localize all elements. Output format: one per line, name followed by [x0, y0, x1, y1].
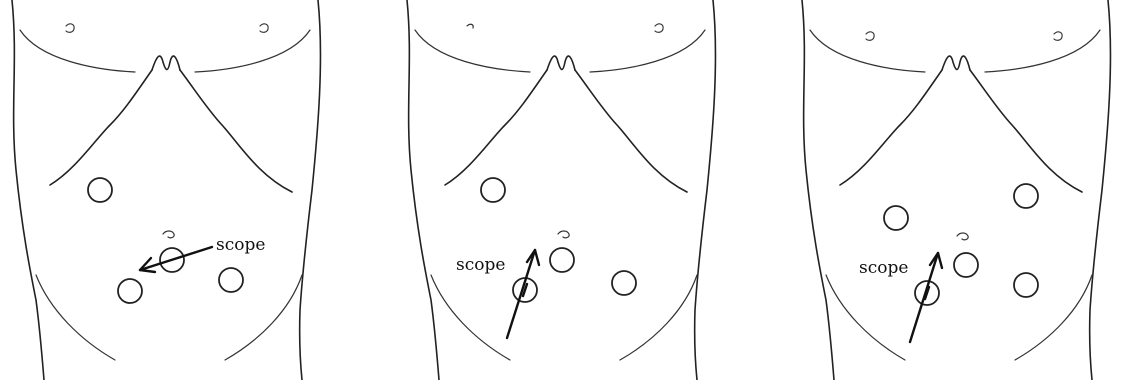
trocar-port: [884, 206, 908, 230]
chest-line-left: [20, 30, 135, 72]
costal-margin: [840, 70, 1082, 192]
trocar-port: [1014, 273, 1038, 297]
nipple-right: [1054, 32, 1062, 40]
trocar-port: [481, 178, 505, 202]
torso-left-side: [12, 0, 44, 380]
trocar-port: [954, 253, 978, 277]
nipple-left: [467, 24, 473, 28]
trocar-port: [118, 279, 142, 303]
scope-label: scope: [456, 255, 505, 275]
navel: [558, 231, 569, 238]
scope-label: scope: [216, 235, 265, 255]
trocar-port: [88, 178, 112, 202]
torso-right-side: [1090, 0, 1111, 380]
nipple-right: [655, 24, 663, 32]
groin-line-left: [431, 275, 510, 360]
chest-line-right: [590, 30, 705, 72]
groin-line-left: [36, 275, 115, 360]
torso-left-side: [407, 0, 439, 380]
groin-line-left: [826, 275, 905, 360]
trocar-port: [219, 268, 243, 292]
torso-right-side: [300, 0, 321, 380]
chest-line-left: [415, 30, 530, 72]
torso-right-side: [695, 0, 716, 380]
xiphoid: [942, 56, 970, 70]
trocar-port: [612, 271, 636, 295]
trocar-port: [550, 248, 574, 272]
trocar-port: [1014, 184, 1038, 208]
torso-panel-2: scope: [407, 0, 715, 380]
xiphoid: [547, 56, 575, 70]
nipple-left: [866, 32, 874, 40]
nipple-right: [260, 24, 268, 32]
navel: [163, 231, 174, 238]
torso-panel-1: scope: [12, 0, 320, 380]
scope-label: scope: [859, 258, 908, 278]
navel: [957, 233, 968, 240]
costal-margin: [50, 70, 292, 192]
chest-line-right: [985, 30, 1100, 72]
xiphoid: [152, 56, 180, 70]
torso-panel-3: scope: [802, 0, 1110, 380]
chest-line-right: [195, 30, 310, 72]
torso-left-side: [802, 0, 834, 380]
chest-line-left: [810, 30, 925, 72]
nipple-left: [66, 24, 74, 32]
costal-margin: [445, 70, 687, 192]
